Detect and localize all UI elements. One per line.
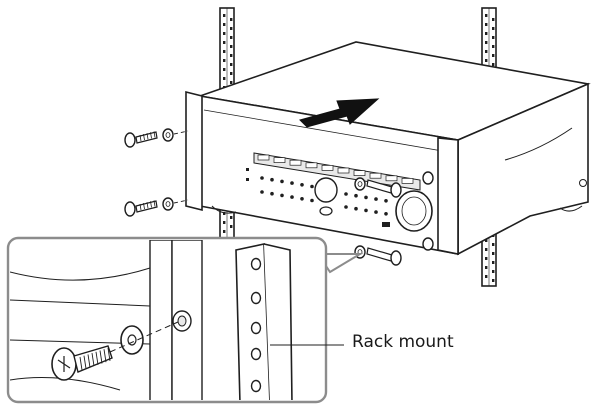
input-selector-knob xyxy=(314,177,338,203)
rack-mount-label: Rack mount xyxy=(352,332,454,352)
rack-bracket-left xyxy=(185,90,203,212)
inset-screw-icon xyxy=(51,345,113,381)
zoom-inset xyxy=(6,236,344,404)
volume-knob xyxy=(395,190,433,232)
inset-washer-icon xyxy=(120,325,144,355)
rack-bracket-right xyxy=(437,137,459,255)
usb-port xyxy=(382,222,390,227)
slide-direction-arrow xyxy=(299,98,380,128)
side-screw-icon xyxy=(579,179,587,187)
inset-insertion-guide xyxy=(109,321,179,353)
av-receiver-device xyxy=(199,41,591,256)
headphone-jack xyxy=(319,206,333,216)
